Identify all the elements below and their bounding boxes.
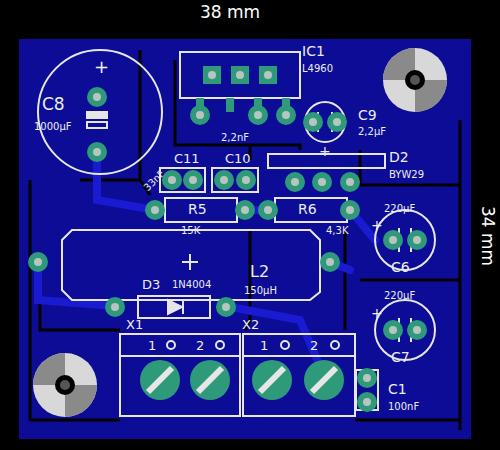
silkscreen-label: C10 [225,152,251,165]
silkscreen-label: IC1 [302,44,325,58]
silkscreen-label: D3 [142,278,160,291]
silkscreen-label: 2,2nF [221,133,249,143]
silkscreen-label: 220µF [384,291,415,301]
silkscreen-label: X2 [242,318,259,331]
silkscreen-label: R5 [188,202,207,216]
silkscreen-label: + [371,306,383,320]
silkscreen-label: 1N4004 [172,280,211,290]
silkscreen-label: C6 [391,260,410,274]
silkscreen-label: C9 [358,108,377,122]
dimension-label: 34 mm [479,206,496,266]
silkscreen-label: D2 [389,150,409,164]
silkscreen-label: 15K [181,226,200,236]
silkscreen-label: C1 [388,382,407,396]
silkscreen-label: 220µF [384,204,415,214]
silkscreen-label: R6 [298,202,317,216]
silkscreen-label: + [94,58,109,76]
silkscreen-label: C7 [391,350,410,364]
silkscreen-label: + [371,218,383,232]
silkscreen-label: 1 [260,339,268,352]
silkscreen-label: C8 [42,96,65,113]
silkscreen-label: BYW29 [389,170,424,180]
silkscreen-label: + [319,144,331,158]
silkscreen-label: 150µH [244,286,277,296]
dimension-label: 38 mm [200,4,260,21]
silkscreen-label: 2,2µF [358,127,386,137]
silkscreen-label: X1 [126,318,143,331]
silkscreen-label: 100nF [388,402,419,412]
silkscreen-label: L4960 [302,64,333,74]
silkscreen-label: 1 [148,339,156,352]
silkscreen-label: 1000µF [34,122,72,132]
silkscreen-label: C11 [174,152,200,165]
silkscreen-label: 2 [196,339,204,352]
silkscreen-label: 4,3K [326,226,348,236]
silkscreen-label: 2 [310,339,318,352]
silkscreen-label: L2 [250,264,269,280]
